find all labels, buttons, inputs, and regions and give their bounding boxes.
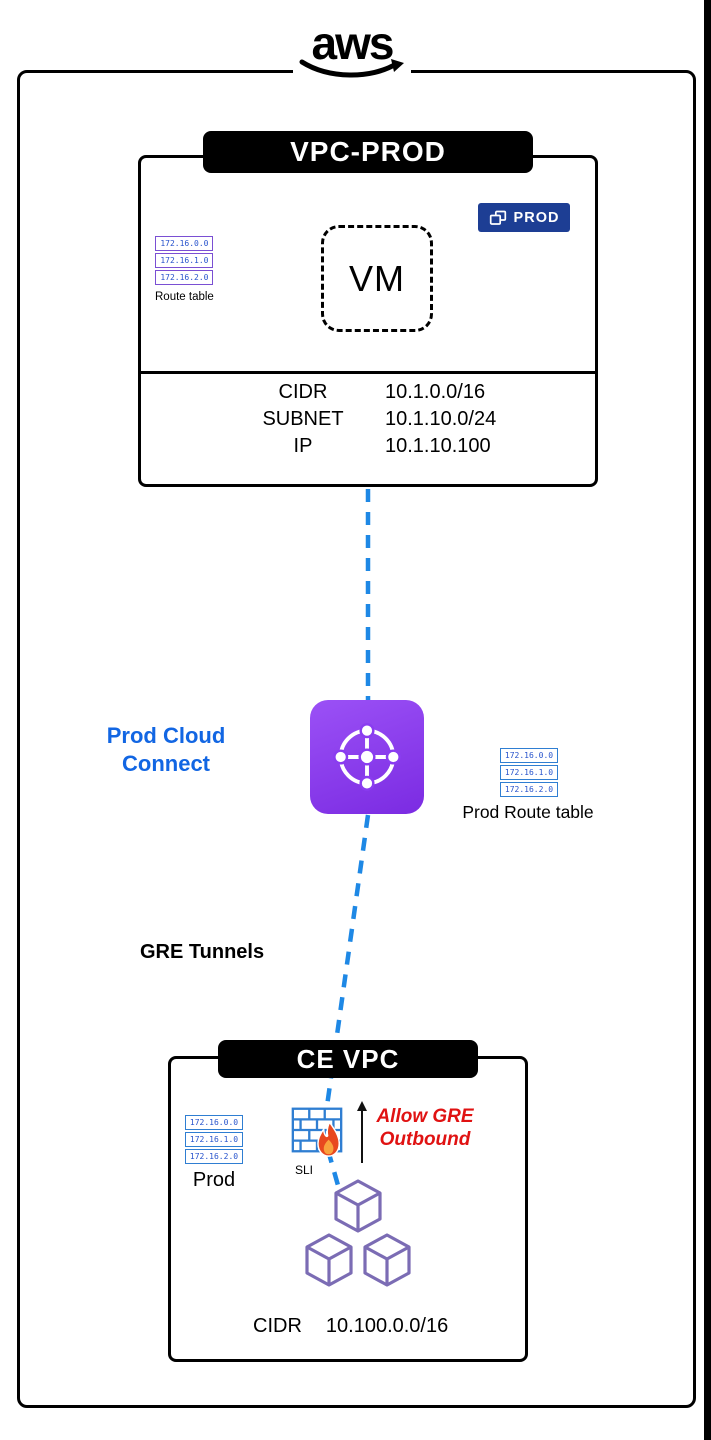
route-entry: 172.16.2.0 <box>185 1149 243 1164</box>
aws-logo-text: aws <box>311 17 395 69</box>
cloud-connect-gateway <box>310 700 424 814</box>
route-entry: 172.16.2.0 <box>155 270 214 285</box>
prod-cloud-connect-line1: Prod Cloud <box>106 723 226 748</box>
vpc-prod-container: VPC-PROD PROD 172.16.0.0 172.16.1.0 172.… <box>138 131 598 487</box>
vpc-prod-route-table: 172.16.0.0 172.16.1.0 172.16.2.0 Route t… <box>155 236 214 303</box>
detail-value: 10.1.0.0/16 <box>385 381 486 403</box>
prod-cloud-connect-line2: Connect <box>122 751 210 776</box>
transit-gateway-icon <box>333 723 401 791</box>
stacked-frames-icon <box>489 210 506 225</box>
vpc-prod-title: VPC-PROD <box>203 131 533 173</box>
vpc-prod-details: CIDR 10.1.0.0/16 SUBNET 10.1.10.0/24 IP … <box>141 379 595 460</box>
ce-vpc-details: CIDR 10.100.0.0/16 <box>253 1315 448 1338</box>
ce-vpc-title: CE VPC <box>218 1040 478 1078</box>
ce-vpc-container: CE VPC 172.16.0.0 172.16.1.0 172.16.2.0 … <box>168 1040 528 1362</box>
up-arrow-icon <box>357 1101 367 1163</box>
prod-cloud-connect-label: Prod Cloud Connect <box>86 722 246 778</box>
detail-value: 10.1.10.100 <box>385 435 491 457</box>
allow-gre-annotation: Allow GRE Outbound <box>369 1105 481 1151</box>
firewall-icon <box>291 1107 343 1157</box>
prod-environment-badge: PROD <box>478 203 570 232</box>
route-entry: 172.16.1.0 <box>500 765 558 780</box>
route-entry: 172.16.0.0 <box>155 236 214 251</box>
screen-edge <box>704 0 711 1440</box>
vpc-prod-divider <box>141 371 595 374</box>
route-entry: 172.16.1.0 <box>155 253 214 268</box>
aws-smile-icon <box>299 59 404 78</box>
detail-label: IP <box>293 435 313 457</box>
route-entry: 172.16.0.0 <box>500 748 558 763</box>
detail-row-subnet: SUBNET 10.1.10.0/24 <box>141 406 595 433</box>
vm-label: VM <box>349 257 405 299</box>
prod-route-table-label: Prod Route table <box>462 802 594 822</box>
detail-label: SUBNET <box>262 408 344 430</box>
route-table-label: Route table <box>155 291 214 303</box>
vm-node: VM <box>321 225 433 332</box>
route-entry: 172.16.1.0 <box>185 1132 243 1147</box>
detail-row-cidr: CIDR 10.1.0.0/16 <box>141 379 595 406</box>
prod-badge-label: PROD <box>513 209 560 226</box>
detail-row-ip: IP 10.1.10.100 <box>141 433 595 460</box>
detail-value: 10.1.10.0/24 <box>385 408 497 430</box>
detail-value: 10.100.0.0/16 <box>325 1315 449 1337</box>
annotation-line1: Allow GRE <box>376 1106 474 1127</box>
gre-tunnels-label: GRE Tunnels <box>140 941 265 963</box>
workload-cubes-icon <box>305 1179 411 1287</box>
prod-route-table: 172.16.0.0 172.16.1.0 172.16.2.0 <box>500 748 558 797</box>
detail-label: CIDR <box>253 1315 302 1337</box>
detail-label: CIDR <box>278 381 328 403</box>
annotation-line2: Outbound <box>379 1129 471 1150</box>
sli-label: SLI <box>295 1163 314 1177</box>
aws-logo: aws <box>293 18 411 88</box>
route-entry: 172.16.0.0 <box>185 1115 243 1130</box>
route-entry: 172.16.2.0 <box>500 782 558 797</box>
ce-route-table-label: Prod <box>192 1169 236 1191</box>
ce-vpc-route-table: 172.16.0.0 172.16.1.0 172.16.2.0 <box>185 1115 243 1164</box>
